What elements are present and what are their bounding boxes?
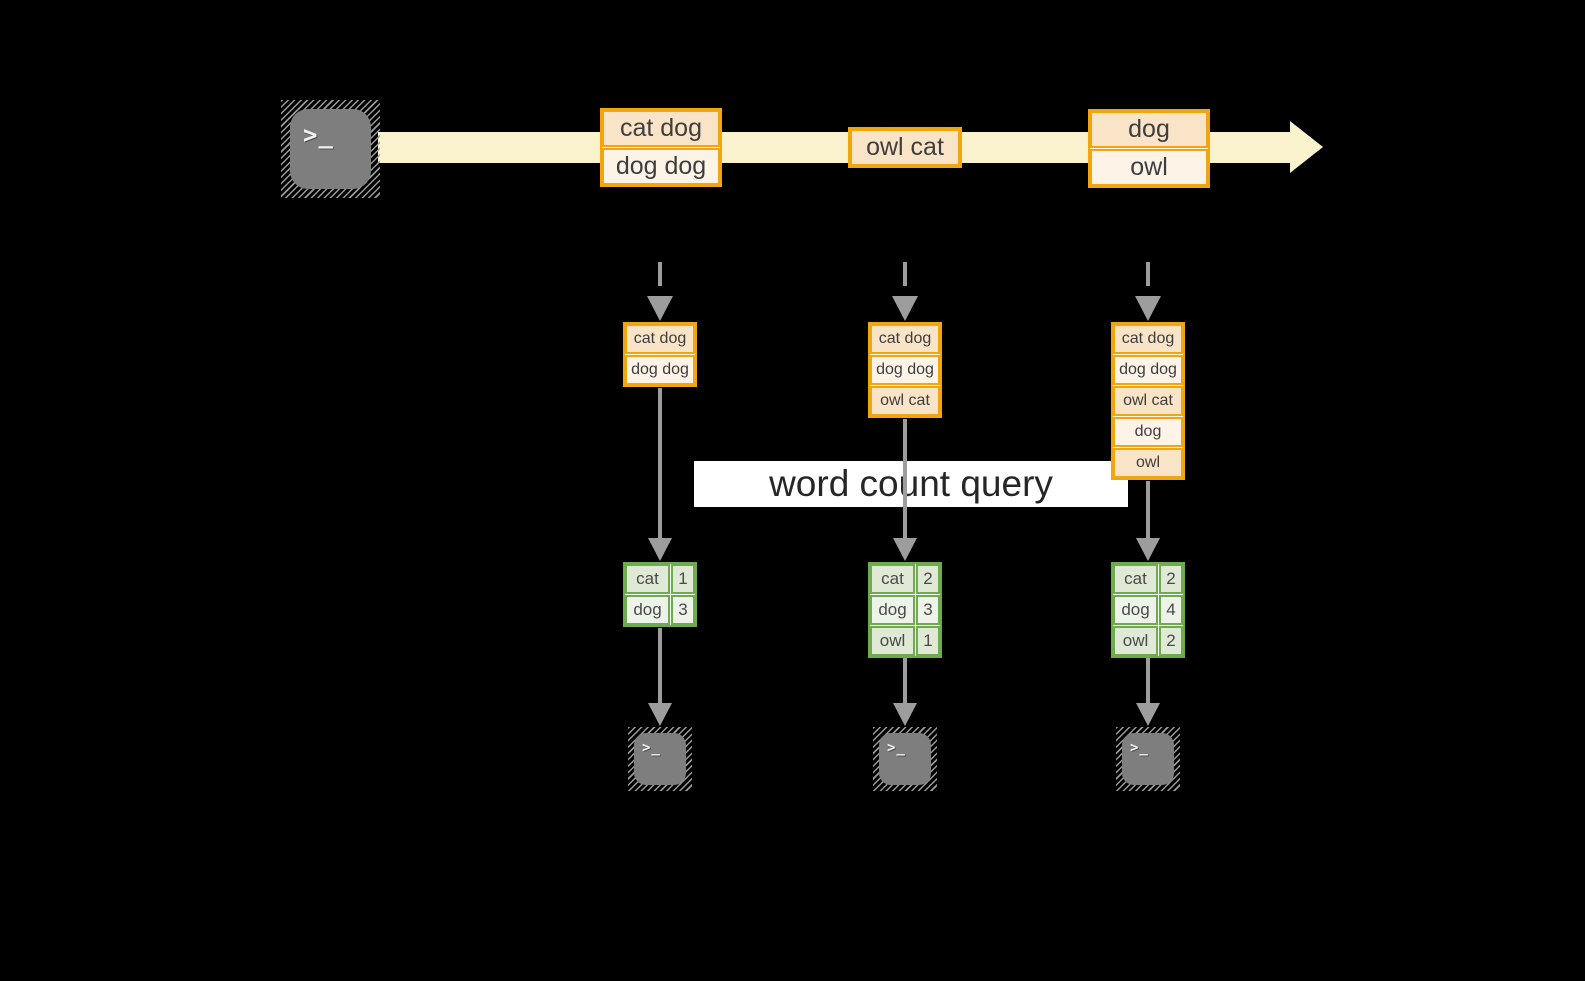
- count-table-3: cat 2 dog 4 owl 2: [1111, 562, 1185, 658]
- source-terminal-icon: >_: [281, 100, 380, 198]
- arrowhead-icon: [1136, 703, 1160, 726]
- sink-terminal-icon-1: >_: [628, 727, 692, 791]
- count-word-cell: dog: [870, 595, 915, 625]
- count-word-cell: owl: [1113, 626, 1158, 656]
- count-value-cell: 2: [1159, 564, 1183, 594]
- stream-event: dog dog: [602, 148, 720, 185]
- count-word-cell: cat: [625, 564, 670, 594]
- terminal-prompt-glyph: >_: [642, 740, 661, 756]
- word-count-query-banner: word count query: [694, 461, 1128, 507]
- arrowhead-icon: [647, 296, 673, 321]
- count-word-cell: owl: [870, 626, 915, 656]
- terminal-prompt-glyph: >_: [303, 121, 334, 149]
- terminal-screen: >_: [634, 733, 686, 785]
- terminal-screen: >_: [879, 733, 931, 785]
- count-value-cell: 3: [916, 595, 940, 625]
- count-table-1: cat 1 dog 3: [623, 562, 697, 627]
- stream-batch-1: cat dog dog dog: [600, 108, 722, 187]
- arrowhead-icon: [893, 703, 917, 726]
- window-buffer-2: cat dog dog dog owl cat: [868, 322, 942, 418]
- count-value-cell: 1: [916, 626, 940, 656]
- count-value-cell: 2: [1159, 626, 1183, 656]
- stream-event: owl: [1090, 149, 1208, 186]
- arrowhead-icon: [1136, 538, 1160, 561]
- count-value-cell: 2: [916, 564, 940, 594]
- arrowhead-icon: [893, 538, 917, 561]
- terminal-prompt-glyph: >_: [1130, 740, 1149, 756]
- count-value-cell: 1: [671, 564, 695, 594]
- arrowhead-icon: [648, 538, 672, 561]
- window-buffer-1: cat dog dog dog: [623, 322, 697, 387]
- stream-batch-3: dog owl: [1088, 109, 1210, 188]
- arrowhead-icon: [1135, 296, 1161, 321]
- sink-terminal-icon-3: >_: [1116, 727, 1180, 791]
- arrowhead-icon: [648, 703, 672, 726]
- buffered-event: dog: [1113, 417, 1183, 447]
- stream-event: dog: [1090, 111, 1208, 148]
- stream-batch-2: owl cat: [848, 127, 962, 168]
- count-word-cell: cat: [1113, 564, 1158, 594]
- buffered-event: cat dog: [625, 324, 695, 354]
- stream-event: owl cat: [850, 129, 960, 166]
- buffered-event: owl: [1113, 448, 1183, 478]
- buffered-event: dog dog: [870, 355, 940, 385]
- count-table-2: cat 2 dog 3 owl 1: [868, 562, 942, 658]
- buffered-event: owl cat: [1113, 386, 1183, 416]
- sink-terminal-icon-2: >_: [873, 727, 937, 791]
- stream-event: cat dog: [602, 110, 720, 147]
- terminal-screen: >_: [290, 109, 371, 189]
- count-word-cell: cat: [870, 564, 915, 594]
- stream-arrowhead-icon: [1290, 121, 1323, 173]
- word-count-query-label: word count query: [769, 463, 1053, 504]
- count-value-cell: 3: [671, 595, 695, 625]
- window-buffer-3: cat dog dog dog owl cat dog owl: [1111, 322, 1185, 480]
- arrowhead-icon: [892, 296, 918, 321]
- buffered-event: dog dog: [1113, 355, 1183, 385]
- terminal-prompt-glyph: >_: [887, 740, 906, 756]
- buffered-event: owl cat: [870, 386, 940, 416]
- terminal-screen: >_: [1122, 733, 1174, 785]
- count-word-cell: dog: [1113, 595, 1158, 625]
- count-word-cell: dog: [625, 595, 670, 625]
- buffered-event: cat dog: [870, 324, 940, 354]
- count-value-cell: 4: [1159, 595, 1183, 625]
- buffered-event: cat dog: [1113, 324, 1183, 354]
- buffered-event: dog dog: [625, 355, 695, 385]
